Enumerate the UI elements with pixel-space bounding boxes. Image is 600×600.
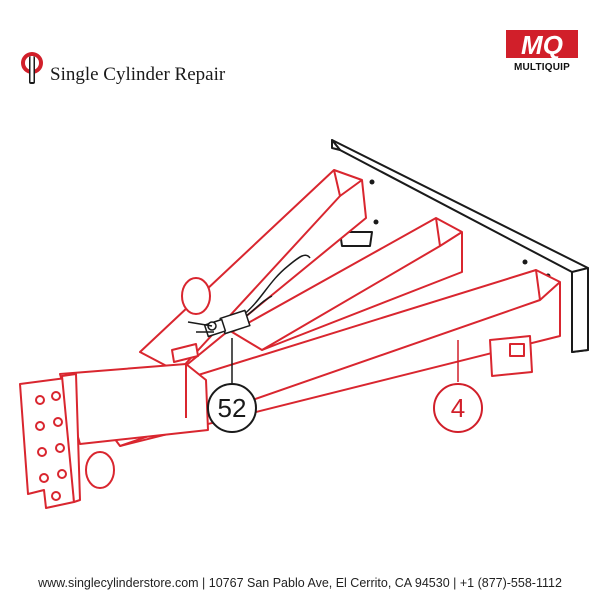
store-logo[interactable]: Single Cylinder Repair <box>20 50 280 90</box>
multiquip-logo: MQ MULTIQUIP <box>502 28 582 78</box>
callout-52[interactable]: 52 <box>207 383 257 433</box>
parts-diagram: 52 4 <box>19 139 589 509</box>
callout-52-label: 52 <box>218 393 247 423</box>
store-name: Single Cylinder Repair <box>50 64 226 85</box>
callout-4-label: 4 <box>451 393 465 423</box>
sensor-switch <box>187 254 311 338</box>
middle-arm <box>231 217 463 351</box>
frame-assembly <box>19 169 561 509</box>
callout-4[interactable]: 4 <box>433 383 483 433</box>
footer-contact: www.singlecylinderstore.com | 10767 San … <box>38 576 562 590</box>
piston-icon <box>21 52 43 84</box>
multiquip-wordmark: MULTIQUIP <box>513 62 571 73</box>
mq-mark-text: MQ <box>521 30 563 60</box>
mq-logo-mark: MQ <box>506 30 578 60</box>
